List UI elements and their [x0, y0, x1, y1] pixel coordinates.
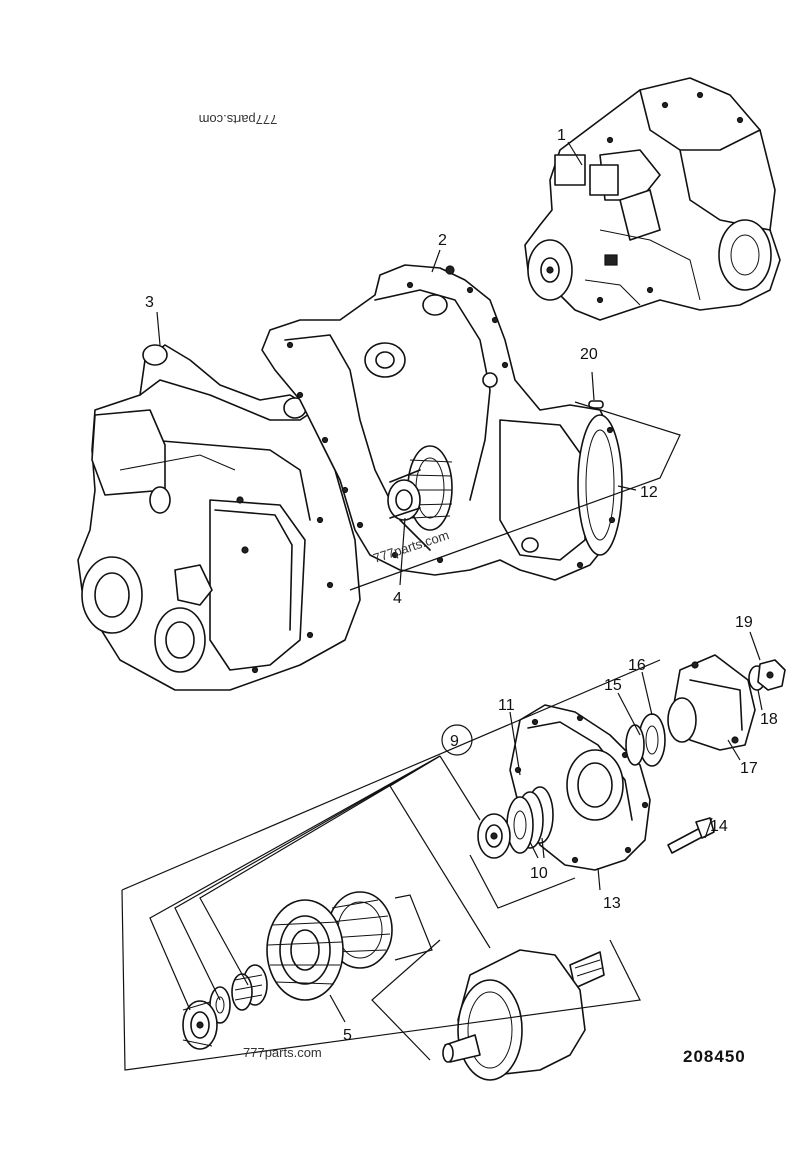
callout-14: 14 [710, 818, 728, 835]
gear-set [266, 891, 393, 1001]
callout-2: 2 [438, 232, 447, 249]
callout-labels: 1 2 3 4 5 9 10 11 12 13 14 15 16 17 18 1… [145, 127, 778, 1044]
callout-3: 3 [145, 294, 154, 311]
output-shaft [442, 949, 605, 1081]
leader-lines [121, 141, 763, 1071]
washer-nut [748, 659, 786, 691]
seal-bearing [625, 713, 666, 767]
callout-1: 1 [557, 127, 566, 144]
callout-18: 18 [760, 711, 778, 728]
callout-4: 4 [393, 590, 402, 607]
needle-bearing [231, 964, 268, 1011]
callout-9: 9 [450, 733, 459, 750]
front-casing [77, 344, 361, 691]
callout-19: 19 [735, 614, 753, 631]
center-housing [261, 264, 623, 581]
drawing-number: 208450 [683, 1047, 746, 1066]
callout-10: 10 [530, 865, 548, 882]
ball-bearing [182, 1000, 218, 1050]
bolt [667, 817, 715, 854]
callout-16: 16 [628, 657, 646, 674]
watermark-bottom: 777parts.com [243, 1045, 322, 1060]
callout-12: 12 [640, 484, 658, 501]
watermark-top-text: 777parts.com [199, 112, 278, 127]
output-yoke [667, 654, 756, 751]
callout-5: 5 [343, 1027, 352, 1044]
idler-gear [387, 445, 453, 531]
callout-13: 13 [603, 895, 621, 912]
watermark-top: 777parts.com [199, 112, 278, 127]
callout-9-circle [441, 724, 473, 756]
rear-bearing [477, 813, 511, 859]
callout-17: 17 [740, 760, 758, 777]
spring-washers [506, 786, 554, 854]
transfer-box-assembly [524, 77, 781, 321]
callout-20: 20 [580, 346, 598, 363]
callout-15: 15 [604, 677, 622, 694]
callout-11: 11 [498, 697, 515, 714]
